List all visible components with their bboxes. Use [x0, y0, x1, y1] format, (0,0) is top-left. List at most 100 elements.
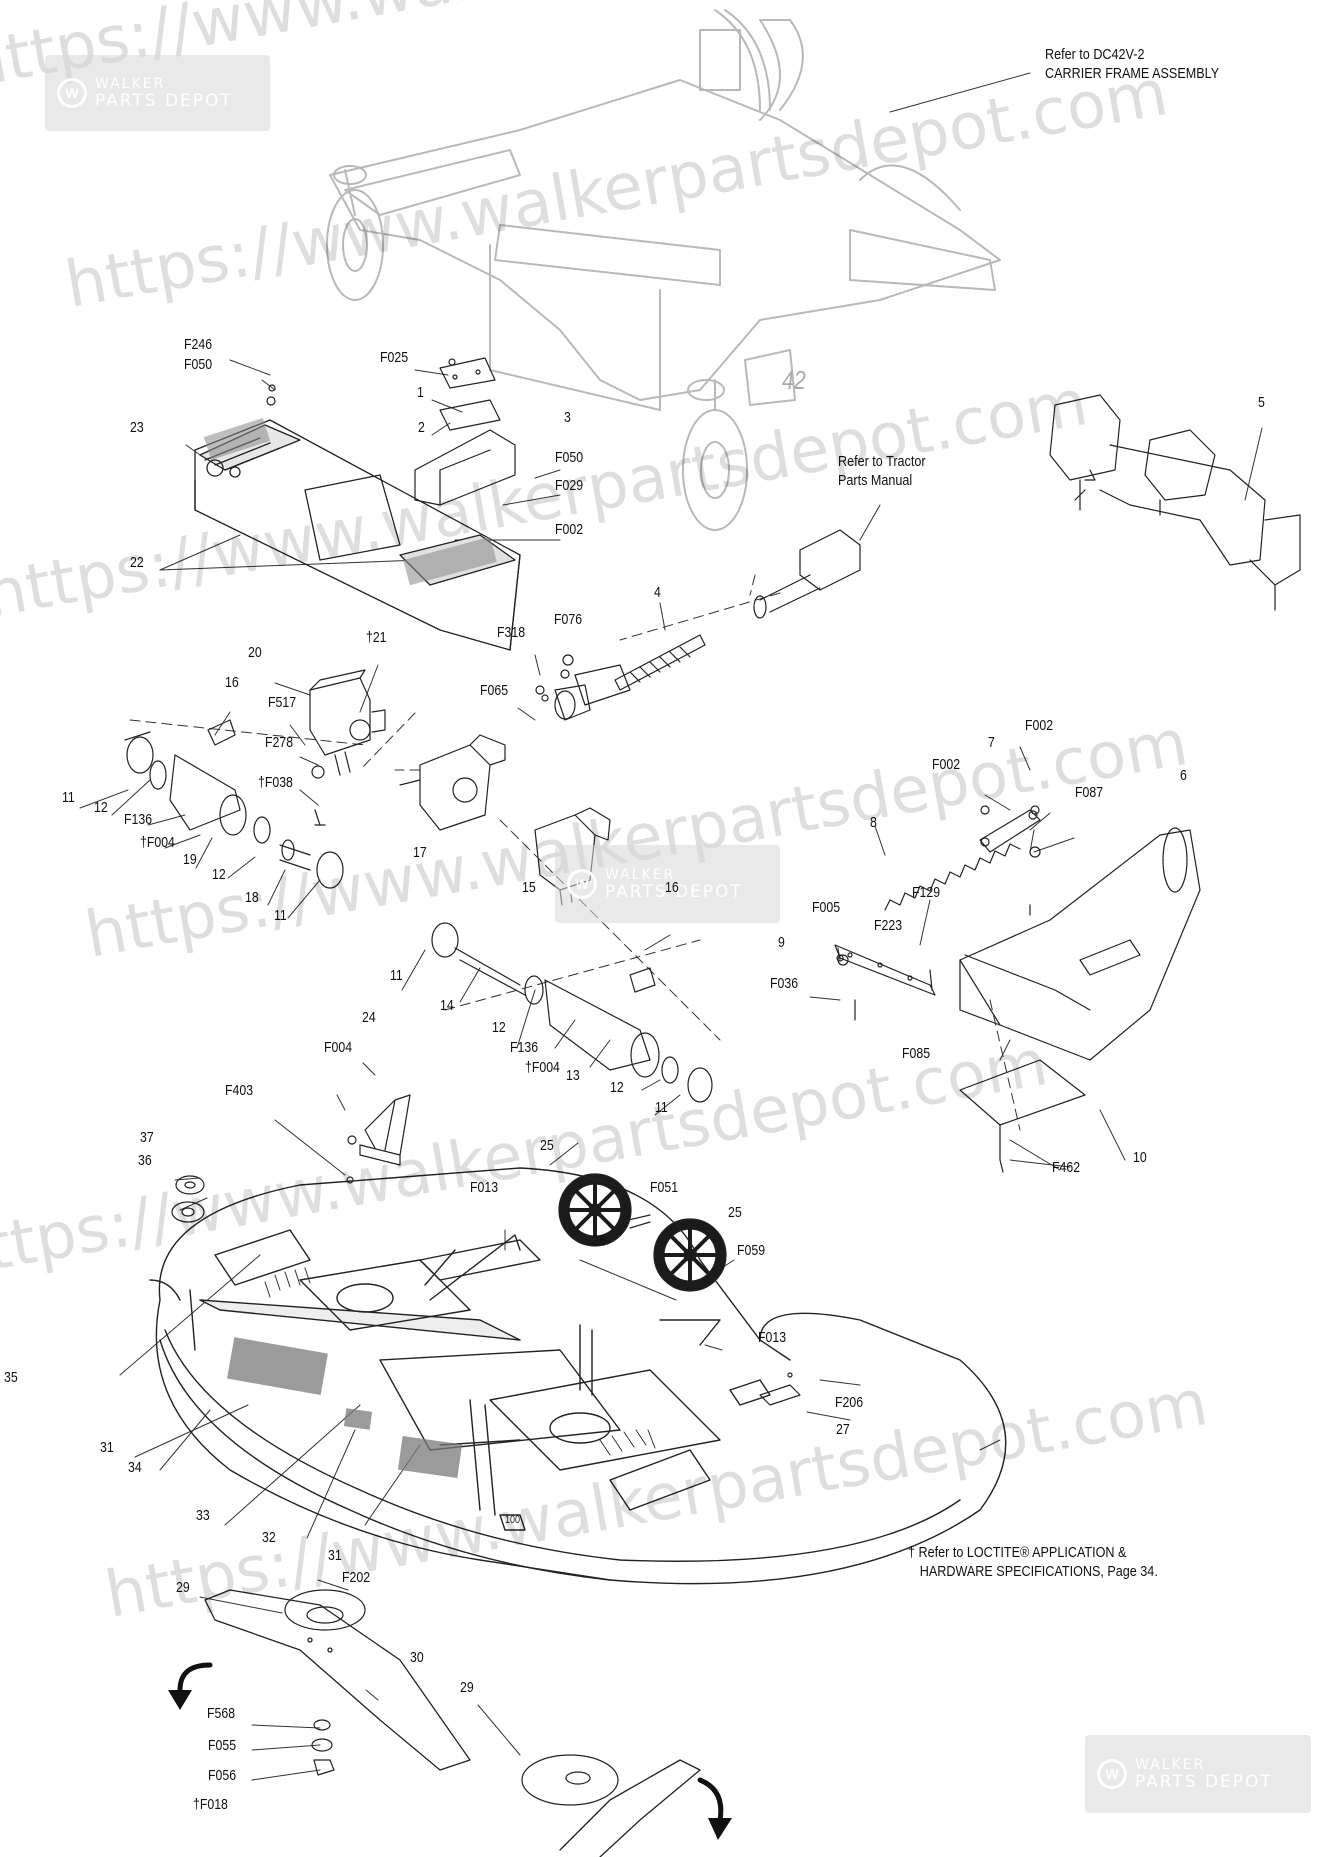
- part-callout: 1: [417, 384, 424, 401]
- logo-line1: WALKER: [605, 867, 676, 883]
- part-callout: 11: [62, 789, 75, 806]
- part-callout: †F038: [258, 774, 293, 791]
- note-line: HARDWARE SPECIFICATIONS, Page 34.: [919, 1563, 1158, 1580]
- part-callout: 12: [610, 1079, 624, 1096]
- part-callout: F013: [470, 1179, 499, 1196]
- part-callout: F087: [1075, 784, 1104, 801]
- part-callout: 29: [176, 1579, 190, 1596]
- carrier-frame-reference: Refer to DC42V-2 CARRIER FRAME ASSEMBLY: [1045, 45, 1219, 83]
- part-callout: 8: [870, 814, 877, 831]
- part-callout: F462: [1052, 1159, 1081, 1176]
- part-callout: 18: [245, 889, 259, 906]
- part-callout: F568: [207, 1705, 236, 1722]
- logo-line2: PARTS DEPOT: [95, 91, 233, 111]
- part-callout: 11: [655, 1099, 668, 1116]
- part-callout: F223: [874, 917, 903, 934]
- deck-vents: [264, 1267, 656, 1456]
- spindle-hub-29: [284, 1589, 619, 1806]
- part-callout: 7: [988, 734, 995, 751]
- part-callout: 32: [262, 1529, 276, 1546]
- blade-right: [559, 1759, 701, 1857]
- part-callout: F050: [184, 356, 213, 373]
- part-callout: 19: [183, 851, 197, 868]
- small-hardware: [266, 358, 1041, 1021]
- part-callout: 9: [778, 934, 785, 951]
- deflector-10: [959, 1059, 1086, 1173]
- hinge-9: [834, 944, 936, 996]
- tractor-reference: Refer to Tractor Parts Manual: [838, 452, 926, 490]
- mower-deck: [149, 1167, 1007, 1585]
- right-shaft-assembly: [431, 922, 713, 1103]
- part-callout: 16: [225, 674, 239, 691]
- part-callout: F202: [342, 1569, 371, 1586]
- discharge-chute-6: [959, 827, 1201, 1061]
- part-callout: F076: [554, 611, 583, 628]
- part-callout: F136: [124, 811, 153, 828]
- part-callout: F013: [758, 1329, 787, 1346]
- logo-line2: PARTS DEPOT: [605, 882, 743, 902]
- part-callout: 2: [418, 419, 425, 436]
- part-callout: F246: [184, 336, 213, 353]
- part-callout: F059: [737, 1242, 766, 1259]
- part-callout: 26: [592, 1232, 606, 1249]
- part-callout: 12: [94, 799, 108, 816]
- part-callout: F085: [902, 1045, 931, 1062]
- walker-logo-icon: W: [57, 78, 87, 108]
- part-callout: 15: [522, 879, 536, 896]
- part-callout: 29: [460, 1679, 474, 1696]
- drive-gearbox-5: [1049, 394, 1301, 611]
- part-callout: F517: [268, 694, 297, 711]
- part-callout: 31: [328, 1547, 342, 1564]
- part-callout: F002: [932, 756, 961, 773]
- part-callout: 34: [128, 1459, 142, 1476]
- part-callout: †F004: [140, 834, 175, 851]
- part-callout: F051: [650, 1179, 679, 1196]
- part-callout: F055: [208, 1737, 237, 1754]
- logo-line2: PARTS DEPOT: [1135, 1772, 1273, 1792]
- part-callout: 35: [4, 1369, 18, 1386]
- part-callout: F403: [225, 1082, 254, 1099]
- deck-size-label: 42: [782, 365, 806, 395]
- part-callout: 24: [362, 1009, 376, 1026]
- note-line: Refer to DC42V-2: [1045, 46, 1145, 63]
- gearbox-20: [309, 669, 386, 776]
- part-callout: 16: [665, 879, 679, 896]
- part-callout: F065: [480, 682, 509, 699]
- part-callout: †21: [366, 629, 387, 646]
- part-callout: F129: [912, 884, 941, 901]
- part-callout: 30: [410, 1649, 424, 1666]
- part-callout: F004: [324, 1039, 353, 1056]
- part-callout: 23: [130, 419, 144, 436]
- part-callout: F136: [510, 1039, 539, 1056]
- part-callout: F002: [1025, 717, 1054, 734]
- part-callout: 37: [140, 1129, 154, 1146]
- note-line: † Refer to LOCTITE® APPLICATION &: [908, 1544, 1127, 1561]
- part-callout: 5: [1258, 394, 1265, 411]
- part-callout: 31: [100, 1439, 114, 1456]
- note-line: Parts Manual: [838, 472, 913, 489]
- deck-decals: [227, 1337, 463, 1479]
- part-callout: †F004: [525, 1059, 560, 1076]
- part-callout: 3: [564, 409, 571, 426]
- part-callout: 33: [196, 1507, 210, 1524]
- link-7: [979, 809, 1041, 853]
- loctite-note: † Refer to LOCTITE® APPLICATION & HARDWA…: [908, 1543, 1158, 1581]
- part-callout: 4: [654, 584, 661, 601]
- part-callout: †F018: [193, 1796, 228, 1813]
- part-callout: F005: [812, 899, 841, 916]
- note-line: Refer to Tractor: [838, 453, 926, 470]
- gearbox-17: [399, 734, 506, 831]
- part-callout: 36: [138, 1152, 152, 1169]
- stand-24: [346, 1094, 411, 1184]
- part-callout: 25: [540, 1137, 554, 1154]
- left-shaft-assembly: [124, 719, 344, 889]
- walker-logo-icon: W: [567, 869, 597, 899]
- hinge-parts: [414, 357, 516, 506]
- deck-badge: 100: [505, 1514, 521, 1526]
- belt-cover: [194, 419, 521, 651]
- part-callout: F002: [555, 521, 584, 538]
